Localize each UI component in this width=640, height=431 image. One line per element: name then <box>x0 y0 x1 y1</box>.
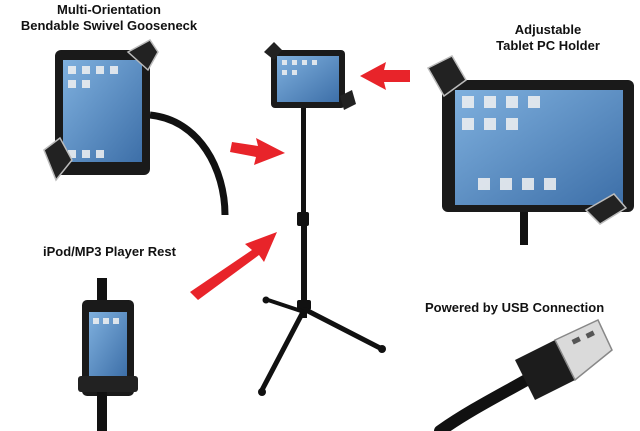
holder-caption-line2: Tablet PC Holder <box>496 38 600 53</box>
usb-caption: Powered by USB Connection <box>425 300 605 315</box>
arrow-diagonal-icon <box>190 232 277 300</box>
holder-caption-line1: Adjustable <box>514 22 582 37</box>
ipod-caption: iPod/MP3 Player Rest <box>43 244 176 259</box>
tablet-holder <box>426 55 634 245</box>
usb-plug-icon <box>434 319 613 431</box>
ipod-rest <box>78 278 138 431</box>
gooseneck-caption-line2: Bendable Swivel Gooseneck <box>20 18 198 33</box>
gooseneck-caption: Multi-Orientation Bendable Swivel Goosen… <box>4 2 214 34</box>
holder-caption: Adjustable Tablet PC Holder <box>468 22 628 54</box>
gooseneck-caption-line1: Multi-Orientation <box>57 2 161 17</box>
floor-stand <box>258 42 386 396</box>
arrow-right-icon <box>230 138 285 165</box>
arrow-left-icon <box>360 62 410 90</box>
gooseneck-tablet <box>43 39 229 216</box>
